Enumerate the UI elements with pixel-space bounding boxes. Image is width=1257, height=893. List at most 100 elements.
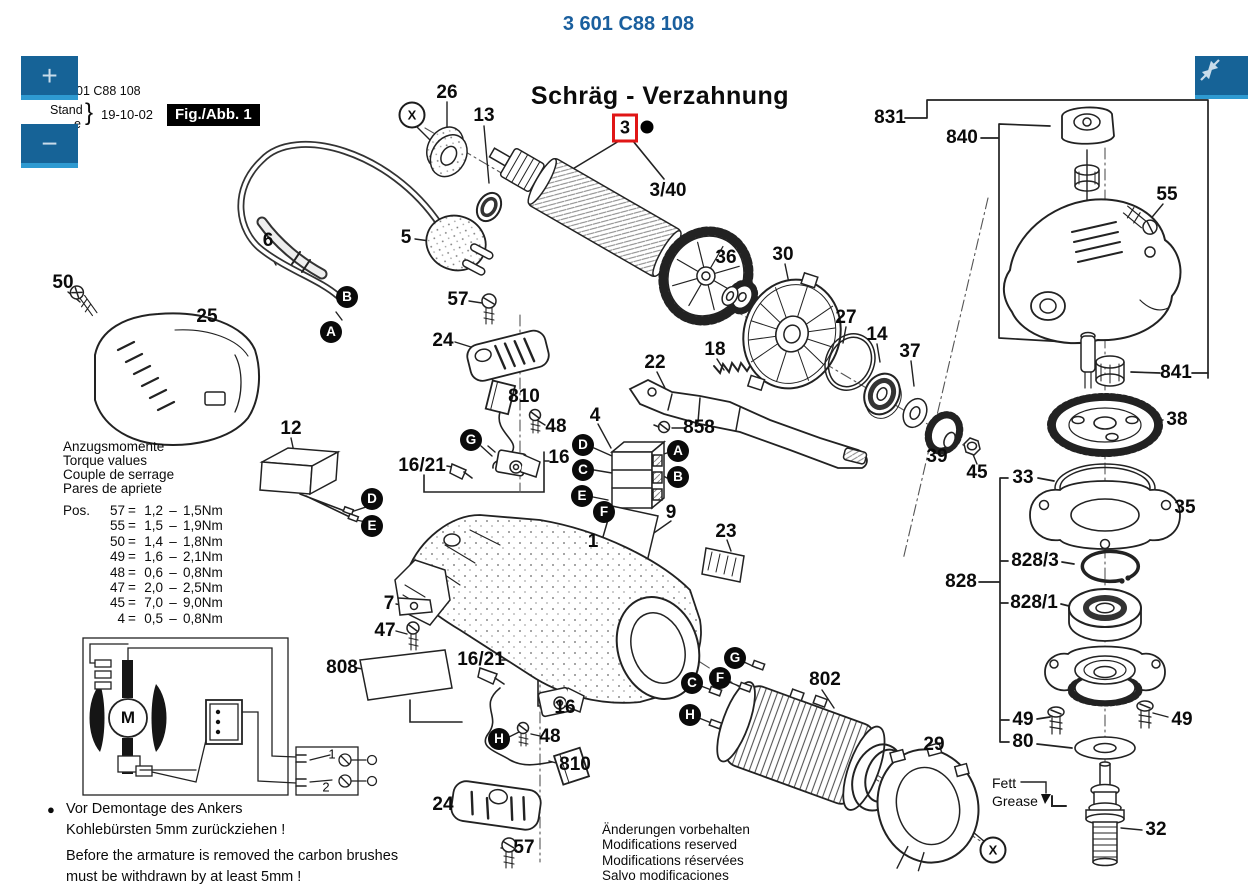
part-label-16-21: 16/21: [457, 649, 505, 670]
zoom-out-button[interactable]: −: [21, 124, 78, 168]
note-line-en: Before the armature is removed the carbo…: [66, 848, 399, 864]
part-label-828-1: 828/1: [1010, 592, 1058, 613]
wire-badge-A: A: [667, 440, 689, 462]
part-label-16: 16: [548, 447, 570, 468]
torque-row: 50=1,4–1,8Nm: [109, 533, 223, 549]
screw-49-left: [1047, 706, 1065, 735]
clip-23: [701, 547, 745, 583]
part-label-36: 36: [715, 247, 737, 268]
lever-22: [628, 378, 868, 469]
screw-858: [653, 420, 671, 434]
part-label-32: 32: [1145, 819, 1167, 840]
pinion-39: [924, 411, 964, 455]
part-label-22: 22: [644, 352, 666, 373]
torque-pos-label: Pos.: [63, 502, 91, 518]
part-label-80: 80: [1012, 731, 1034, 752]
torque-row: 49=1,6–2,1Nm: [109, 549, 223, 565]
part-label-50: 50: [52, 272, 74, 293]
wire-badge-E: E: [571, 485, 593, 507]
wire-badge-B: B: [336, 286, 358, 308]
wire-badge-G: G: [724, 647, 746, 669]
wire-badge-C: C: [572, 459, 594, 481]
catalog-number-title: 3 601 C88 108: [562, 13, 695, 35]
bracket-7: [397, 597, 433, 616]
bearing-13: [475, 191, 503, 223]
modifications-line: Modifications reserved: [602, 837, 738, 853]
part-label-840: 840: [946, 127, 978, 148]
part-label-828: 828: [945, 571, 977, 592]
part-label-30: 30: [772, 244, 794, 265]
wire-badge-F: F: [593, 501, 615, 523]
part-label-13: 13: [473, 105, 495, 126]
torque-row: 48=0,6–0,8Nm: [109, 564, 223, 580]
connector-12: [259, 447, 360, 523]
cover-24-bottom: [450, 780, 542, 831]
part-label-26: 26: [436, 82, 458, 103]
part-label-7: 7: [383, 593, 395, 614]
torque-row: 47=2,0–2,5Nm: [109, 579, 223, 595]
part-label-802: 802: [809, 669, 841, 690]
wire-badge-H: H: [679, 704, 701, 726]
wire-badge-E: E: [361, 515, 383, 537]
part-label-55: 55: [1156, 184, 1178, 205]
circled-mark-X: X: [398, 101, 426, 129]
wire-badge-F: F: [709, 667, 731, 689]
brush-holder-16-bottom: [537, 686, 585, 718]
part-label-48: 48: [545, 416, 567, 437]
housing-cover-25: [94, 312, 260, 446]
part-label-3-40: 3/40: [649, 180, 687, 201]
collapse-view-button[interactable]: [1195, 56, 1248, 99]
snap-ring-828-3: [1080, 549, 1141, 584]
gear-38: [1047, 393, 1163, 457]
clamp-head-housing: [1002, 198, 1182, 345]
fan-guard-30: [742, 271, 842, 392]
switch-terminal-1: 1: [328, 746, 336, 762]
part-label-37: 37: [899, 341, 921, 362]
note-line-de: Kohlebürsten 5mm zurückziehen !: [66, 821, 286, 838]
circled-mark-X: X: [979, 836, 1007, 864]
part-label-33: 33: [1012, 467, 1034, 488]
brush-wire-bottom: [484, 687, 553, 766]
note-bullet: ●: [47, 802, 55, 817]
wire-badge-D: D: [361, 488, 383, 510]
screw-57-bottom: [501, 837, 517, 869]
wire-badge-H: H: [488, 728, 510, 750]
part-label-27: 27: [835, 307, 857, 328]
highlighted-ref-dot: [640, 120, 654, 134]
grease-label-de: Fett: [992, 775, 1017, 791]
motor-symbol-label: M: [120, 708, 136, 727]
torque-row: 4=0,5–0,8Nm: [117, 610, 223, 626]
zoom-in-button[interactable]: +: [21, 56, 78, 100]
part-label-23: 23: [715, 521, 737, 542]
armature-drawing: [488, 147, 759, 326]
clamp-cap-840: [1061, 106, 1115, 145]
doc-stand-label: Stand: [50, 103, 83, 117]
part-label-38: 38: [1166, 409, 1188, 430]
guard-ring-29: [876, 742, 980, 872]
part-label-57: 57: [513, 837, 535, 858]
screw-48-bottom: [516, 721, 530, 747]
modifications-line: Salvo modificaciones: [602, 867, 729, 883]
part-label-841: 841: [1160, 362, 1192, 383]
doc-brace: }: [85, 99, 94, 126]
part-label-858: 858: [683, 417, 715, 438]
torque-row: 55=1,5–1,9Nm: [109, 518, 223, 534]
note-line-de: Vor Demontage des Ankers: [66, 801, 243, 817]
o-ring-27: [824, 333, 876, 391]
figure-label: Fig./Abb. 1: [167, 104, 260, 126]
modifications-line: Modifications réservées: [602, 852, 744, 868]
part-label-831: 831: [874, 107, 906, 128]
wire-badge-A: A: [320, 321, 342, 343]
part-label-57: 57: [447, 289, 469, 310]
bracket-lines: [409, 99, 1209, 749]
torque-heading-line: Anzugsmomente: [63, 439, 165, 454]
washer-36: [721, 285, 739, 307]
doc-part-number: 01 C88 108: [76, 84, 141, 98]
part-label-16-21: 16/21: [398, 455, 446, 476]
power-cord-5: [237, 140, 494, 300]
screw-49-right: [1136, 700, 1154, 729]
torque-row: 57=1,2–1,5Nm: [109, 502, 223, 518]
wiring-schematic: [82, 637, 378, 796]
